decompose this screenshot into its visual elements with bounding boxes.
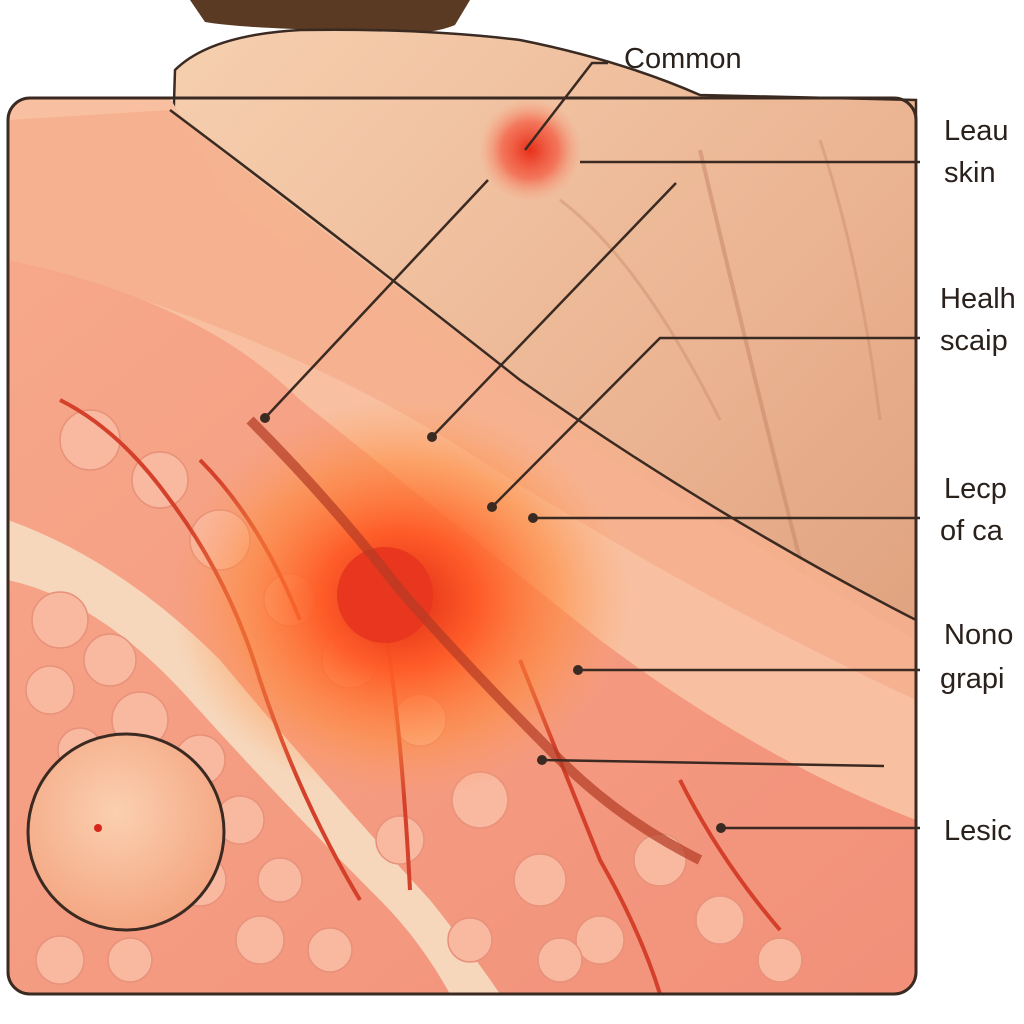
leader-vessel [541, 758, 885, 768]
label-nono: Nono [944, 619, 1013, 651]
label-lecp: Lecp [944, 473, 1007, 505]
cross-section-frame [6, 96, 918, 996]
label-scaip: scaip [940, 325, 1008, 357]
lesion-core [337, 547, 433, 643]
label-skin: skin [944, 157, 996, 189]
inset-magnifier [26, 732, 226, 932]
label-leau: Leau [944, 115, 1009, 147]
lesion-fissure [246, 416, 703, 865]
label-grapi: grapi [940, 663, 1005, 695]
leader-healh [491, 336, 920, 508]
muscle-line [818, 139, 882, 421]
leader-common-2 [264, 179, 489, 419]
membrane-band [8, 520, 500, 994]
leader-dots [260, 413, 726, 833]
labels: Common Leau skin Healh scaip Lecp of ca … [624, 43, 1016, 847]
boundary-line [169, 109, 917, 622]
small-lesion-spot [478, 98, 582, 202]
label-of-ca: of ca [940, 515, 1004, 547]
hair [190, 0, 470, 34]
label-healh: Healh [940, 283, 1016, 315]
inset-lesion-dot [94, 824, 102, 832]
leader-skin-2 [431, 182, 677, 438]
leader-lines [264, 61, 920, 830]
leader-common [524, 61, 608, 151]
scapula-shadow [559, 198, 722, 421]
label-lesic: Lesic [944, 815, 1012, 847]
label-common: Common [624, 43, 742, 75]
